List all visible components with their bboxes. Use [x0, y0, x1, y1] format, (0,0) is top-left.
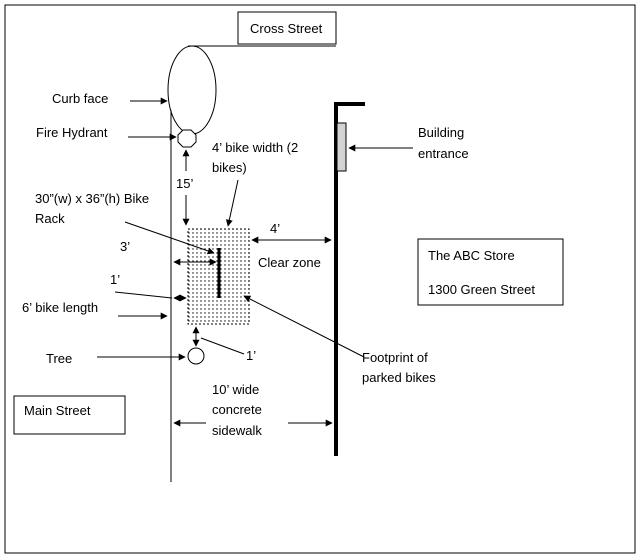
- curb-face-label: Curb face: [52, 91, 108, 106]
- sidewalk-label-line3: sidewalk: [212, 423, 262, 438]
- building-entrance-label-line2: entrance: [418, 146, 469, 161]
- dist-4-label: 4’: [270, 221, 280, 236]
- cross-street-box: [237, 11, 337, 45]
- store-box: [417, 238, 564, 306]
- tree-icon: [187, 347, 205, 365]
- store-address: 1300 Green Street: [428, 282, 535, 297]
- sidewalk-label-line1: 10’ wide: [212, 382, 259, 397]
- curb-corner-ellipse: [167, 45, 217, 135]
- bike-rack-label-line1: 30”(w) x 36”(h) Bike: [35, 191, 149, 206]
- store-name: The ABC Store: [428, 248, 515, 263]
- bike-width-arrow: [225, 179, 239, 227]
- sidewalk-label-line2: concrete: [212, 402, 262, 417]
- main-street-box: [13, 395, 126, 435]
- dist-15-label: 15’: [176, 176, 193, 191]
- fire-hydrant-icon: [177, 129, 197, 148]
- dist-1-leader: [114, 291, 173, 299]
- footprint-arrow: [243, 295, 365, 358]
- clear-zone-label: Clear zone: [258, 255, 321, 270]
- building-entrance-door: [336, 122, 347, 172]
- dist-1-top-label: 1’: [110, 272, 120, 287]
- bike-rack-label-line2: Rack: [35, 211, 65, 226]
- dist-3-label: 3’: [120, 239, 130, 254]
- main-street-label: Main Street: [24, 403, 91, 418]
- diagram-frame: [4, 4, 636, 554]
- footprint-label-line1: Footprint of: [362, 350, 428, 365]
- dist-1-tree-leader: [200, 337, 245, 355]
- tree-label: Tree: [46, 351, 72, 366]
- bike-width-label-line1: 4’ bike width (2: [212, 140, 298, 155]
- dist-1-tree-label: 1’: [246, 348, 256, 363]
- fire-hydrant-label: Fire Hydrant: [36, 125, 108, 140]
- footprint-label-line2: parked bikes: [362, 370, 436, 385]
- cross-street-label: Cross Street: [250, 21, 323, 36]
- bike-length-label: 6’ bike length: [22, 300, 98, 315]
- building-entrance-label-line1: Building: [418, 125, 464, 140]
- bike-width-label-line2: bikes): [212, 160, 247, 175]
